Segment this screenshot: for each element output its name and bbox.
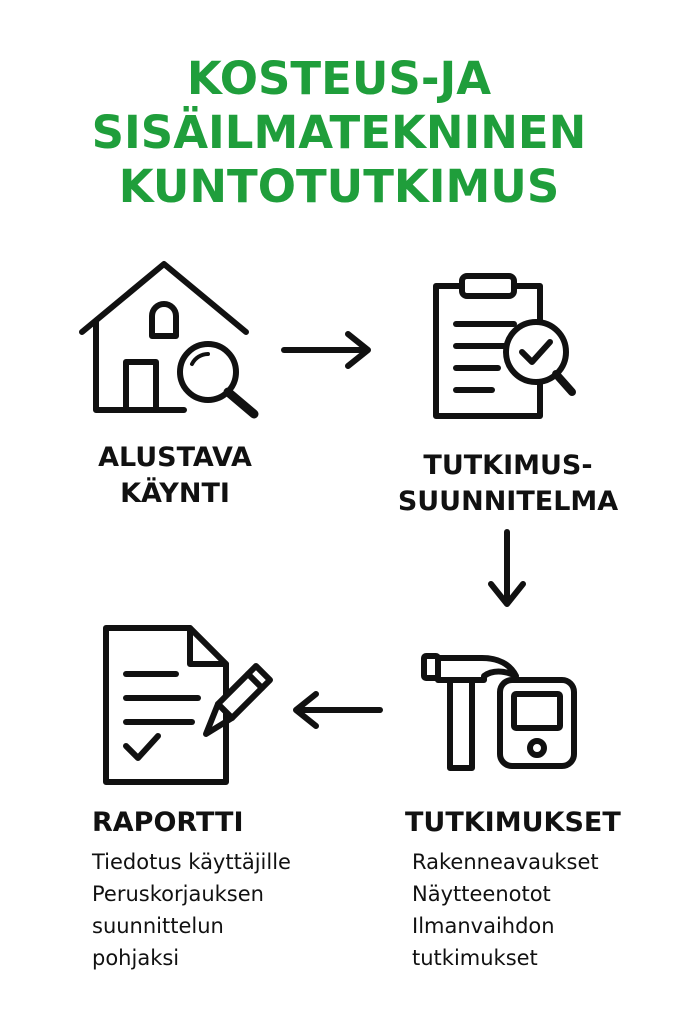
step-label-line: ALUSTAVA [98, 442, 252, 473]
step-label-line: TUTKIMUKSET [405, 807, 621, 838]
title-line: KOSTEUS-JA [186, 52, 492, 105]
arrow-left-icon [293, 691, 383, 729]
detail-line: Ilmanvaihdon [412, 914, 555, 938]
step-label-raportti: RAPORTTI [92, 805, 292, 841]
detail-line: tutkimukset [412, 946, 538, 970]
report-pen-icon [103, 625, 273, 785]
arrow-right-icon [281, 331, 371, 369]
step-label-line: TUTKIMUS- [423, 450, 593, 481]
step-details-raportti: Tiedotus käyttäjille Peruskorjauksen suu… [92, 846, 291, 974]
detail-line: Rakenneavaukset [412, 850, 599, 874]
step-label-line: SUUNNITELMA [397, 486, 619, 517]
step-label-line: RAPORTTI [92, 807, 244, 838]
step-label-alustava-kaynti: ALUSTAVA KÄYNTI [60, 440, 290, 512]
detail-line: Peruskorjauksen [92, 882, 264, 906]
diagram-title: KOSTEUS-JA SISÄILMATEKNINEN KUNTOTUTKIMU… [0, 52, 678, 214]
step-label-tutkimussuunnitelma: TUTKIMUS- SUUNNITELMA [372, 448, 644, 520]
step-label-tutkimukset: TUTKIMUKSET [405, 805, 645, 841]
hammer-meter-icon [421, 653, 577, 771]
detail-line: Tiedotus käyttäjille [92, 850, 291, 874]
title-line: KUNTOTUTKIMUS [118, 160, 560, 213]
clipboard-check-icon [433, 273, 576, 419]
detail-line: Näytteenotot [412, 882, 551, 906]
detail-line: suunnittelun [92, 914, 224, 938]
step-label-line: KÄYNTI [120, 478, 230, 509]
detail-line: pohjaksi [92, 946, 180, 970]
house-magnifier-icon [79, 261, 259, 419]
arrow-down-icon [488, 529, 526, 607]
step-details-tutkimukset: Rakenneavaukset Näytteenotot Ilmanvaihdo… [412, 846, 599, 974]
title-line: SISÄILMATEKNINEN [91, 106, 587, 159]
